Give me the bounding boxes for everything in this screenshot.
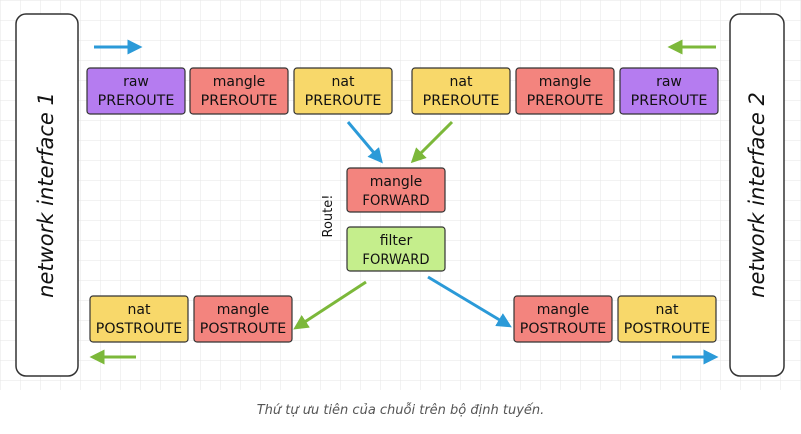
route-label: Route! <box>321 195 336 238</box>
interface-right: network interface 2 <box>729 13 785 377</box>
chain-box-bg <box>189 67 289 115</box>
chain-box-chain-label: PREROUTE <box>305 93 382 109</box>
chain-box-chain-label: POSTROUTE <box>200 321 286 337</box>
chain-box-bg <box>617 295 717 343</box>
chain-box-chain-label: PREROUTE <box>423 93 500 109</box>
chain-box-table-label: nat <box>450 74 473 90</box>
chain-box-table-label: mangle <box>217 302 269 318</box>
chain-box-table-label: nat <box>332 74 355 90</box>
chain-box-bg <box>513 295 613 343</box>
arrow-nat-preroute-2-to-mangle-forward <box>410 120 454 164</box>
chain-box-chain-label: PREROUTE <box>527 93 604 109</box>
chain-box-chain-label: POSTROUTE <box>96 321 182 337</box>
chain-box-bg <box>346 167 446 213</box>
chain-box-bg <box>515 67 615 115</box>
arrow-nat-preroute-1-to-mangle-forward <box>346 121 383 164</box>
chain-box-bg <box>346 226 446 272</box>
chain-box-bg <box>86 67 186 115</box>
chain-box-chain-label: PREROUTE <box>201 93 278 109</box>
chain-box-chain-label: FORWARD <box>362 252 429 268</box>
chain-box-bg <box>89 295 189 343</box>
chain-box-table-label: nat <box>656 302 679 318</box>
arrow-filter-forward-to-mangle-postroute-2 <box>427 275 512 328</box>
chain-box-chain-label: PREROUTE <box>631 93 708 109</box>
chain-box-chain-label: POSTROUTE <box>520 321 606 337</box>
chain-box-bg <box>411 67 511 115</box>
chain-box-table-label: mangle <box>370 174 422 190</box>
interface-left: network interface 1 <box>15 13 79 377</box>
figure-caption: Thứ tự ưu tiên của chuỗi trên bộ định tu… <box>256 403 545 418</box>
chain-boxes: rawPREROUTEmanglePREROUTEnatPREROUTEnatP… <box>86 67 719 343</box>
chain-box-bg <box>293 67 393 115</box>
arrow-filter-forward-to-mangle-postroute-1 <box>293 280 367 330</box>
chain-box-table-label: mangle <box>537 302 589 318</box>
diagram-canvas: network interface 1 network interface 2 … <box>0 0 801 390</box>
interface-left-label: network interface 1 <box>34 92 58 298</box>
interface-right-label: network interface 2 <box>745 92 769 298</box>
chain-box-chain-label: PREROUTE <box>98 93 175 109</box>
chain-box-chain-label: POSTROUTE <box>624 321 710 337</box>
chain-box-table-label: mangle <box>539 74 591 90</box>
chain-box-table-label: filter <box>380 233 413 249</box>
chain-box-table-label: mangle <box>213 74 265 90</box>
chain-box-bg <box>619 67 719 115</box>
chain-box-chain-label: FORWARD <box>362 193 429 209</box>
chain-box-bg <box>193 295 293 343</box>
chain-box-table-label: raw <box>656 74 682 90</box>
chain-box-table-label: raw <box>123 74 149 90</box>
chain-box-table-label: nat <box>128 302 151 318</box>
